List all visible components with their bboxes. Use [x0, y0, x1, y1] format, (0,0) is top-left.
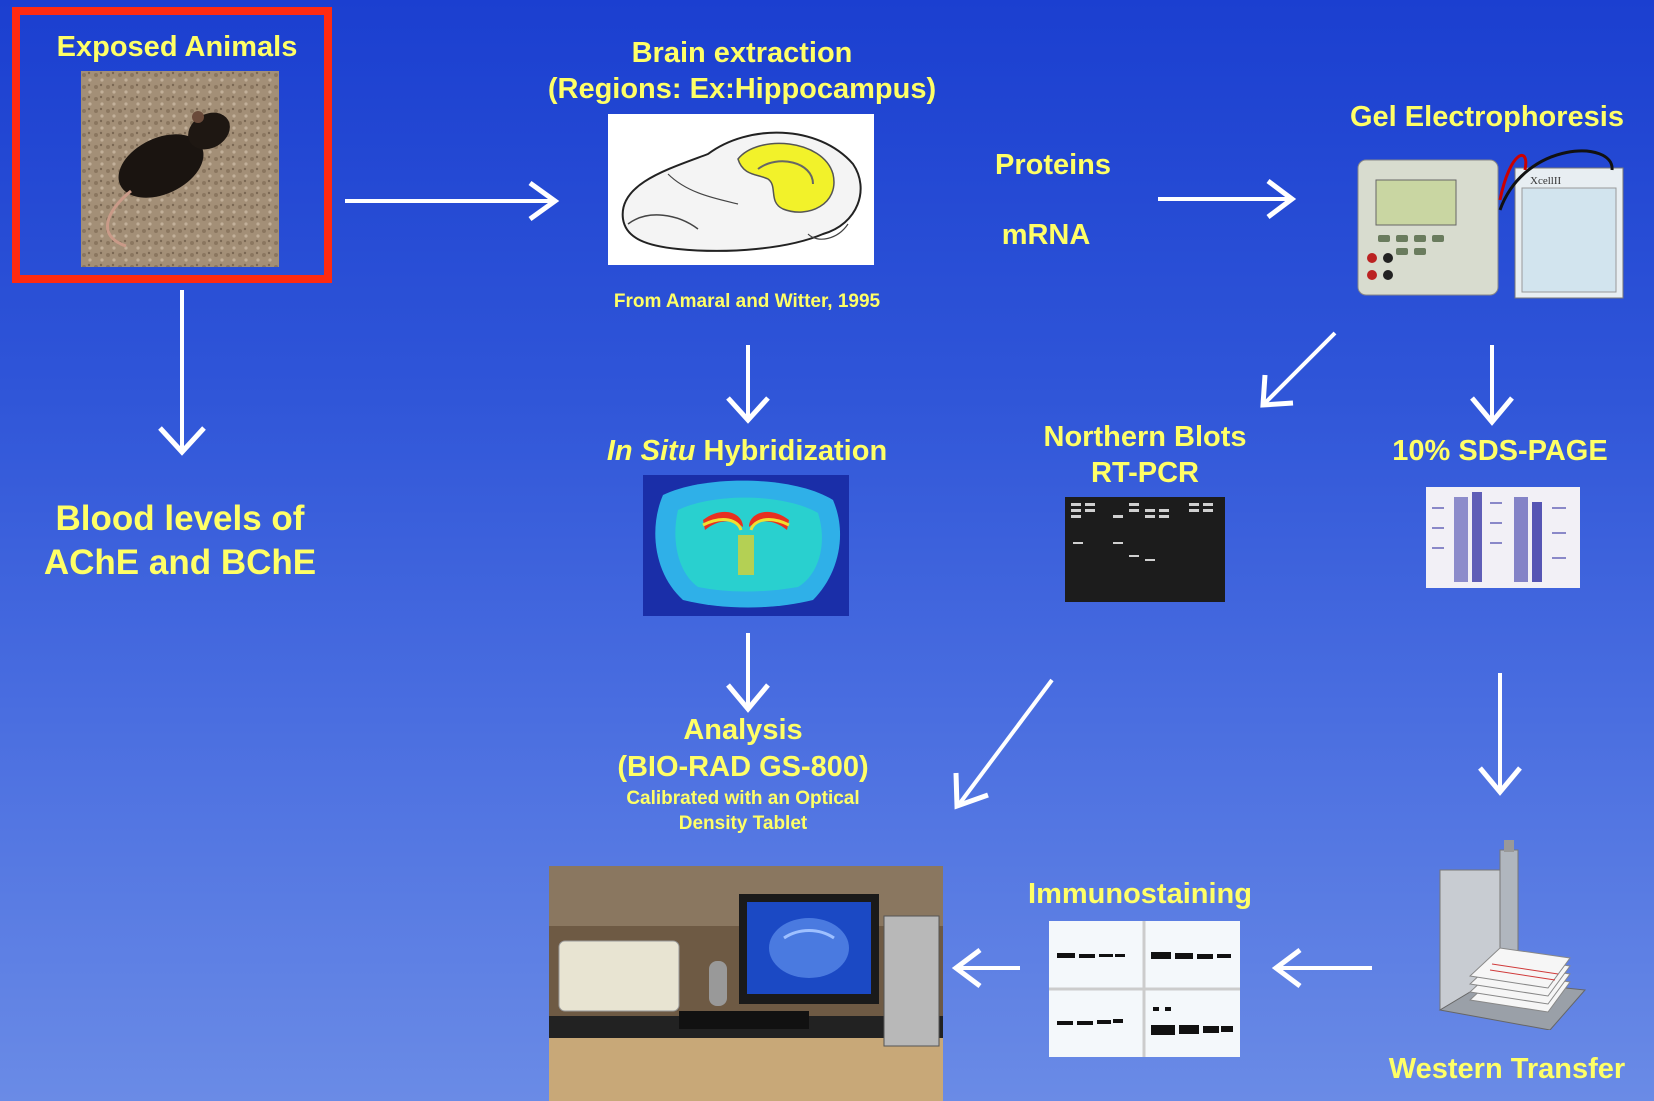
mouse-photo	[81, 71, 279, 267]
in-situ-italic: In Situ	[606, 435, 696, 467]
brain-image-credit: From Amaral and Witter, 1995	[613, 291, 881, 312]
western-transfer-apparatus-image	[1430, 840, 1590, 1030]
gel-apparatus-image: XcellII	[1350, 140, 1632, 310]
rt-pcr-label: RT-PCR	[1091, 457, 1199, 489]
proteins-label: Proteins	[994, 149, 1112, 181]
arrow-northern-to-analysis	[958, 678, 1054, 805]
mrna-label: mRNA	[1001, 219, 1091, 251]
brain-diagram-image	[608, 114, 874, 265]
brain-regions-subtitle: (Regions: Ex:Hippocampus)	[547, 73, 937, 105]
analysis-title: Analysis	[683, 714, 803, 746]
hybridization-text: Hybridization	[695, 435, 888, 467]
exposed-animals-box	[12, 7, 332, 283]
analysis-device: (BIO-RAD GS-800)	[617, 751, 869, 783]
arrow-gel-to-northern	[1263, 331, 1337, 405]
analysis-workstation-photo	[549, 866, 943, 1101]
analysis-calibration-line2: Density Tablet	[678, 813, 808, 834]
gel-device-text: XcellII	[1530, 175, 1561, 187]
western-transfer-label: Western Transfer	[1388, 1053, 1626, 1085]
in-situ-brain-image	[643, 475, 849, 616]
blood-levels-line2: AChE and BChE	[43, 543, 317, 582]
exposed-animals-label: Exposed Animals	[56, 31, 298, 63]
northern-blot-gel-image	[1065, 497, 1225, 602]
analysis-calibration-line1: Calibrated with an Optical	[626, 788, 860, 809]
blood-levels-line1: Blood levels of	[55, 499, 305, 538]
brain-extraction-title: Brain extraction	[631, 37, 853, 69]
in-situ-hybridization-label: In Situ Hybridization	[560, 434, 934, 469]
immunostaining-blot-image	[1049, 921, 1240, 1057]
sds-page-gel-image	[1426, 487, 1580, 588]
northern-blots-label: Northern Blots	[1043, 421, 1247, 453]
sds-page-label: 10% SDS-PAGE	[1392, 435, 1608, 467]
gel-electrophoresis-label: Gel Electrophoresis	[1350, 101, 1624, 133]
immunostaining-label: Immunostaining	[1028, 878, 1252, 910]
